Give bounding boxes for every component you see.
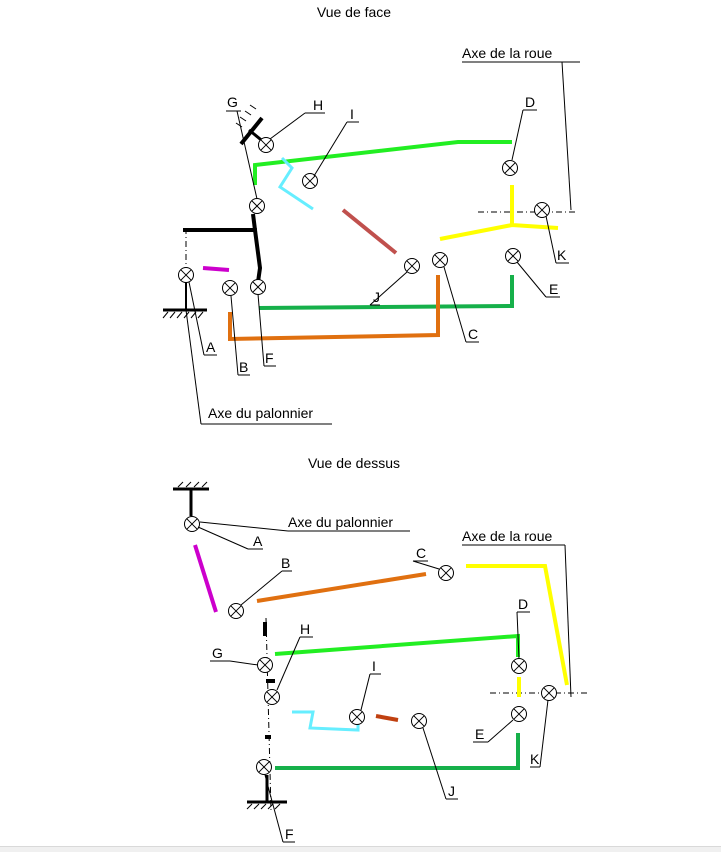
top-label-e: E <box>475 726 484 742</box>
top-label-k: K <box>530 751 540 767</box>
front-green-link <box>253 140 512 185</box>
top-joint-a <box>184 516 200 532</box>
top-view: Vue de dessus Axe de la roue Axe du palo… <box>173 455 590 843</box>
front-cyan-link <box>277 156 314 211</box>
top-leaders <box>197 526 549 843</box>
front-black-bar <box>183 228 263 283</box>
top-pedal-axis-line <box>265 617 272 811</box>
top-joint-g <box>257 657 273 673</box>
front-pedal-axis-leader <box>185 309 202 425</box>
top-joint-k <box>541 685 557 701</box>
front-joint-e <box>505 248 521 264</box>
top-joint-d <box>511 658 527 674</box>
front-view-title: Vue de face <box>317 4 391 20</box>
top-wheel-axis-label: Axe de la roue <box>462 528 552 544</box>
top-ground-a <box>173 481 209 516</box>
top-joint-j <box>411 713 427 729</box>
front-label-c: C <box>468 326 478 342</box>
top-green-link <box>274 633 520 657</box>
top-label-b: B <box>281 555 290 571</box>
top-cyan-link <box>292 710 360 732</box>
top-yellow-link <box>466 564 569 686</box>
top-ground-f <box>246 775 287 810</box>
top-pedal-axis-label: Axe du palonnier <box>288 514 393 530</box>
front-joint-h <box>258 137 274 153</box>
window-bottom-edge <box>0 846 721 852</box>
front-label-f: F <box>265 350 274 366</box>
front-orange-link <box>228 275 440 342</box>
front-label-i: I <box>350 106 354 122</box>
front-joint-g <box>249 198 265 214</box>
top-joint-b <box>228 603 244 619</box>
top-label-c: C <box>416 545 426 561</box>
top-joint-e <box>511 706 527 722</box>
top-wheel-axis-leader <box>564 544 572 698</box>
top-joint-h <box>264 689 280 705</box>
front-label-k: K <box>557 247 567 263</box>
top-orange-link <box>256 572 427 603</box>
front-label-e: E <box>549 281 558 297</box>
front-wheel-axis-label: Axe de la roue <box>462 45 552 61</box>
front-joint-j <box>404 258 420 274</box>
front-darkgreen-link <box>258 275 514 310</box>
top-joint-c <box>438 565 454 581</box>
front-label-j: J <box>373 289 380 305</box>
front-brown-link <box>341 208 398 255</box>
top-label-d: D <box>518 596 528 612</box>
top-rust-link <box>375 714 399 722</box>
front-joint-i <box>302 173 318 189</box>
top-view-title: Vue de dessus <box>308 455 400 471</box>
front-pedal-axis-label: Axe du palonnier <box>208 405 313 421</box>
front-joint-d <box>502 160 518 176</box>
front-label-b: B <box>239 359 248 375</box>
front-joint-f <box>250 279 266 295</box>
front-joint-b <box>222 280 238 296</box>
top-joint-f <box>256 759 272 775</box>
front-view: Vue de face Axe de la roue Axe du palonn… <box>162 4 580 425</box>
top-joint-i <box>349 709 365 725</box>
front-magenta-link <box>202 266 230 272</box>
top-label-g: G <box>212 645 223 661</box>
front-label-d: D <box>525 94 535 110</box>
top-label-a: A <box>253 533 263 549</box>
top-label-i: I <box>372 658 376 674</box>
top-magenta-link <box>193 544 218 613</box>
top-pedal-axis-leader <box>199 521 289 532</box>
front-label-h: H <box>313 97 323 113</box>
front-leaders <box>188 109 569 376</box>
front-joint-k <box>534 202 550 218</box>
front-label-a: A <box>206 339 216 355</box>
top-darkgreen-link <box>275 733 520 770</box>
top-label-h: H <box>300 621 310 637</box>
front-wheel-axis-leader <box>561 61 572 211</box>
front-yellow-link <box>439 185 559 241</box>
front-label-g: G <box>227 94 238 110</box>
front-black-bar-top <box>251 213 257 231</box>
top-label-f: F <box>285 826 294 842</box>
front-joint-a <box>178 267 194 283</box>
front-joint-c <box>432 252 448 268</box>
front-ground-a <box>162 308 207 319</box>
top-label-j: J <box>448 783 455 799</box>
